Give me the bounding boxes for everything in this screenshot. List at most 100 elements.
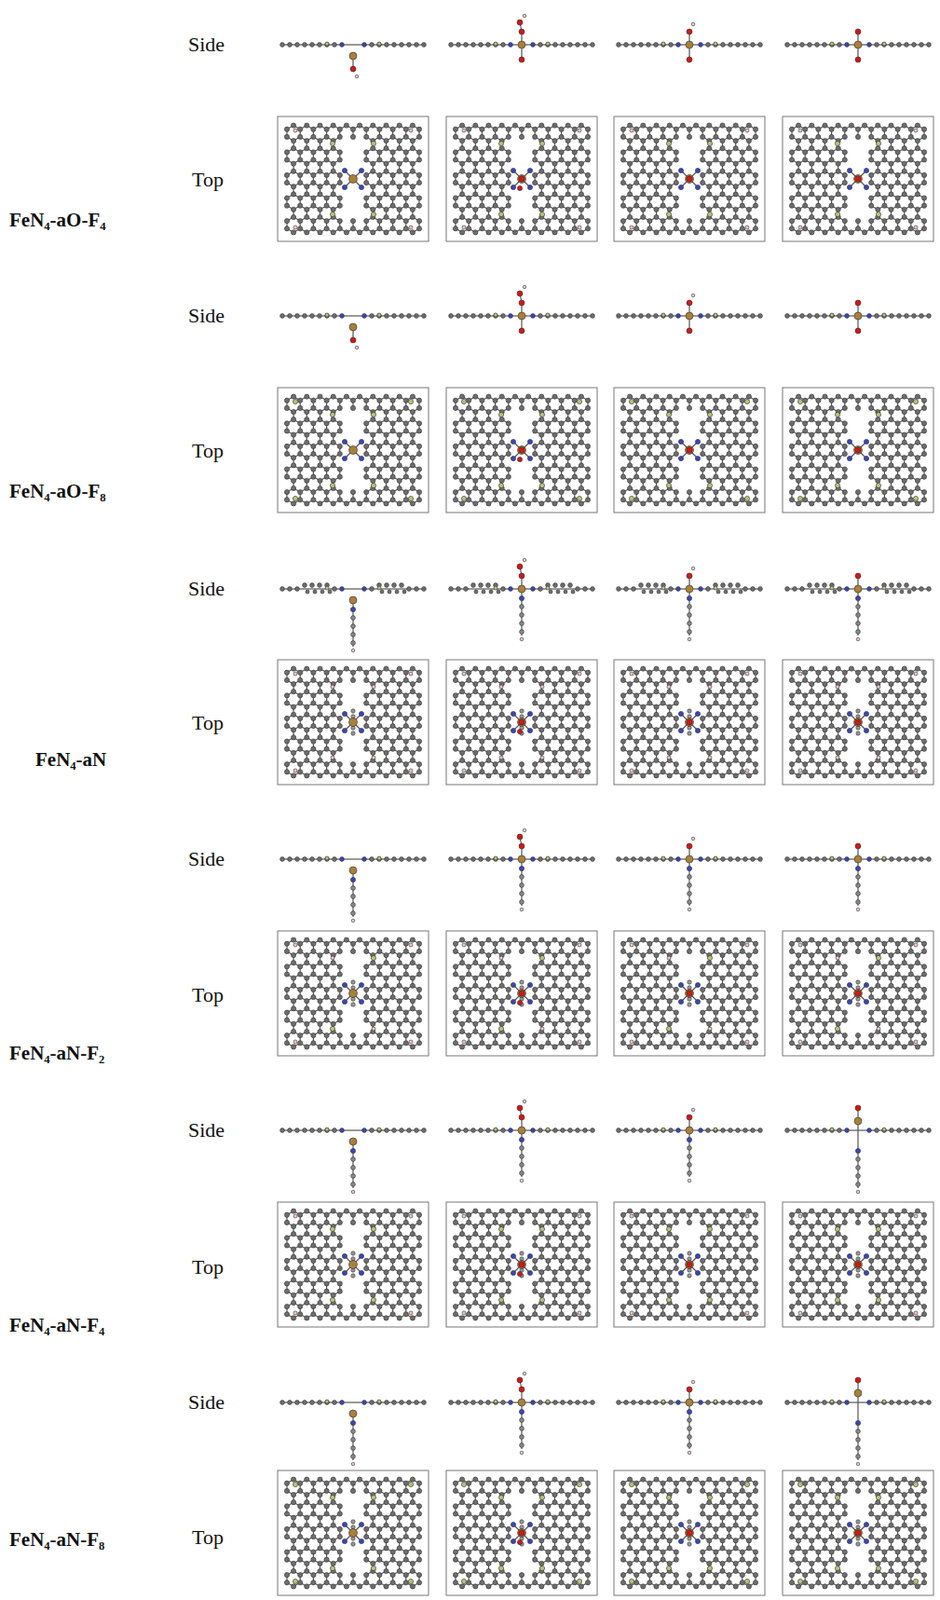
atom — [284, 157, 289, 163]
atom — [829, 218, 834, 224]
atom — [317, 394, 323, 399]
atom — [403, 490, 409, 495]
atom — [287, 42, 293, 48]
atom — [882, 203, 887, 208]
atom — [409, 432, 415, 437]
atom — [835, 206, 841, 212]
atom — [653, 146, 659, 151]
atom — [298, 421, 303, 426]
atom — [558, 203, 564, 208]
atom — [317, 184, 323, 190]
atom — [304, 463, 310, 468]
atom — [706, 42, 711, 48]
atom — [498, 211, 504, 217]
atom — [370, 432, 376, 437]
atom — [377, 428, 382, 434]
atom — [459, 137, 464, 143]
atom — [512, 230, 518, 235]
atom — [795, 191, 801, 197]
atom — [746, 206, 751, 212]
atom — [914, 137, 920, 143]
atom — [310, 42, 315, 48]
atom — [337, 172, 342, 178]
atom — [914, 214, 920, 219]
atom — [383, 477, 389, 483]
atom — [486, 168, 491, 174]
atom — [809, 161, 815, 166]
atom — [492, 226, 498, 232]
atom — [733, 191, 738, 197]
atom — [875, 211, 881, 217]
atom — [396, 501, 402, 506]
atom — [666, 140, 671, 146]
atom — [895, 157, 900, 163]
atom — [396, 122, 402, 128]
atom — [462, 128, 466, 133]
atom — [882, 41, 886, 46]
atom — [473, 214, 478, 219]
atom — [585, 218, 590, 224]
atom — [452, 203, 458, 208]
atom — [634, 195, 640, 201]
atom — [912, 42, 917, 48]
atom — [284, 134, 289, 139]
atom — [377, 195, 382, 201]
atom — [577, 225, 582, 230]
atom — [720, 137, 725, 143]
atom — [846, 184, 852, 190]
atom — [908, 218, 913, 224]
atom — [298, 451, 303, 457]
atom — [324, 490, 329, 495]
atom — [311, 226, 316, 232]
atom — [746, 230, 751, 235]
atom — [539, 168, 545, 174]
atom — [392, 42, 397, 48]
atom — [298, 443, 303, 449]
atom — [403, 172, 409, 178]
atom — [370, 146, 376, 151]
atom — [409, 184, 415, 190]
atom — [403, 466, 409, 472]
atom — [653, 191, 659, 197]
atom — [660, 180, 666, 186]
atom — [572, 226, 577, 232]
atom — [486, 42, 491, 48]
atom — [653, 137, 659, 143]
atom — [634, 226, 640, 232]
atom — [678, 167, 683, 173]
atom — [875, 184, 881, 190]
atom — [558, 149, 564, 155]
atom — [298, 172, 303, 178]
atom — [746, 191, 751, 197]
atom — [720, 191, 725, 197]
atom — [882, 157, 887, 163]
atom — [290, 191, 296, 197]
atom — [332, 313, 338, 319]
atom — [512, 122, 518, 128]
atom — [795, 206, 801, 212]
atom — [914, 146, 920, 151]
atom — [304, 408, 310, 414]
atom — [578, 122, 584, 128]
atom — [350, 134, 355, 139]
atom — [298, 203, 303, 208]
atom — [531, 42, 536, 48]
atom — [901, 191, 907, 197]
atom — [739, 149, 745, 155]
atom — [304, 137, 310, 143]
atom — [452, 218, 458, 224]
atom — [726, 134, 732, 139]
atom — [678, 184, 683, 190]
atom — [340, 42, 345, 48]
atom — [377, 451, 382, 457]
atom — [317, 230, 323, 235]
atom — [895, 195, 900, 201]
atom — [585, 203, 590, 208]
atom — [640, 184, 646, 190]
atom — [329, 411, 335, 417]
atom — [673, 157, 679, 163]
atom — [357, 501, 363, 506]
atom — [324, 443, 329, 449]
atom — [449, 313, 454, 319]
atom — [526, 230, 532, 235]
